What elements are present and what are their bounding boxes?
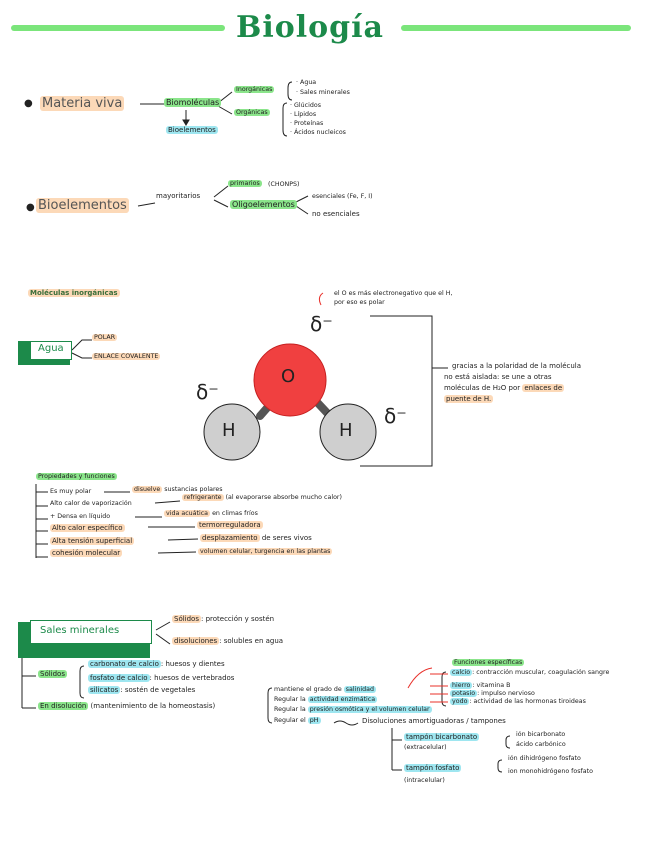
o-electronegativity-note: por eso es polar xyxy=(334,299,385,306)
materia-viva-label: Materia viva xyxy=(40,96,125,111)
delta-minus-h1: δ⁻ xyxy=(196,380,219,404)
esenciales-label: esenciales (Fe, F, I) xyxy=(312,193,373,200)
prop-row: Alto calor de vaporización xyxy=(50,500,132,507)
bioelementos-sublabel: Bioelementos xyxy=(166,126,218,134)
func-row: Regular la presión osmótica y el volumen… xyxy=(274,706,432,713)
func-item: calcio: contracción muscular, coagulació… xyxy=(450,669,610,676)
org-item: · Lípidos xyxy=(290,111,317,118)
delta-minus-o: δ⁻ xyxy=(310,312,333,336)
page-title: Biología xyxy=(236,10,384,45)
prop-row: Es muy polar xyxy=(50,488,92,495)
primarios-label: primarios xyxy=(228,180,262,187)
prop-row: refrigerante (al evaporarse absorbe much… xyxy=(182,494,342,501)
polarity-note: moléculas de H₂O por enlaces de xyxy=(444,384,565,392)
sales-heading: Sales minerales xyxy=(40,625,120,636)
fos-item: ion monohidrógeno fosfato xyxy=(508,768,593,775)
bullet-1: ● xyxy=(24,98,33,109)
fos-item: ión dihidrógeno fosfato xyxy=(508,755,581,762)
sales-box-inner xyxy=(30,620,152,644)
buffers-label: Disoluciones amortiguadoras / tampones xyxy=(362,717,506,725)
inorganicas-label: Inorgánicas xyxy=(234,86,275,93)
solidos-note: Sólidos: protección y sostén xyxy=(172,615,275,623)
o-electronegativity-note: el O es más electronegativo que el H, xyxy=(334,290,453,297)
func-row: Regular la actividad enzimática xyxy=(274,696,378,703)
bullet-2: ● xyxy=(26,202,35,213)
solid-item: carbonato de calcio: huesos y dientes xyxy=(88,660,225,668)
agua-box-inner xyxy=(30,341,72,360)
func-item: yodo: actividad de las hormonas tiroidea… xyxy=(450,698,586,705)
tampon-fosfato: tampón fosfato xyxy=(404,764,462,772)
prop-row: disuelve sustancias polares xyxy=(132,486,223,493)
func-row: mantiene el grado de salinidad xyxy=(274,686,376,693)
bic-item: ácido carbónico xyxy=(516,741,566,748)
tampon-fosfato-sub: (intracelular) xyxy=(404,777,445,784)
no-esenciales-label: no esenciales xyxy=(312,210,360,218)
prop-row: Alto calor específico xyxy=(50,524,125,532)
prop-row: vida acuática en climas fríos xyxy=(164,510,258,517)
tampon-bicarbonato: tampón bicarbonato xyxy=(404,733,480,741)
prop-row: volumen celular, turgencia en las planta… xyxy=(198,548,333,555)
polarity-note: puente de H. xyxy=(444,395,494,403)
inorg-item: · Sales minerales xyxy=(296,89,350,96)
solidos-label: Sólidos xyxy=(38,670,67,678)
disoluciones-note: disoluciones: solubles en agua xyxy=(172,637,284,645)
org-item: · Glúcidos xyxy=(290,102,321,109)
prop-row: desplazamiento de seres vivos xyxy=(200,534,312,542)
enlace-covalente-label: ENLACE COVALENTE xyxy=(92,353,161,360)
disolucion-label: En disolución (mantenimiento de la homeo… xyxy=(38,702,216,710)
propiedades-title: Propiedades y funciones xyxy=(36,473,117,480)
polarity-note: gracias a la polaridad de la molécula xyxy=(452,362,582,370)
solid-item: fosfato de calcio: huesos de vertebrados xyxy=(88,674,235,682)
delta-minus-h2: δ⁻ xyxy=(384,404,407,428)
solid-item: silicatos: sostén de vegetales xyxy=(88,686,196,694)
organicas-label: Orgánicas xyxy=(234,109,270,116)
polar-label: POLAR xyxy=(92,334,118,341)
prop-row: Alta tensión superficial xyxy=(50,537,135,545)
func-item: potasio: impulso nervioso xyxy=(450,690,535,697)
funciones-especificas-title: Funciones específicas xyxy=(452,659,525,666)
bic-item: ión bicarbonato xyxy=(516,731,566,738)
mayoritarios-label: mayoritarios xyxy=(156,192,201,200)
oxygen-atom-label: O xyxy=(281,366,296,387)
prop-row: cohesión molecular xyxy=(50,549,123,557)
org-item: · Ácidos nucleicos xyxy=(290,129,346,136)
bioelementos-label: Bioelementos xyxy=(36,198,129,213)
water-molecule-diagram xyxy=(203,343,377,461)
moleculas-inorganicas-heading: Moléculas inorgánicas xyxy=(28,289,120,297)
primarios-note: (CHONPS) xyxy=(268,181,300,188)
func-item: hierro: vitamina B xyxy=(450,682,511,689)
oligoelementos-label: Oligoelementos xyxy=(230,200,297,209)
agua-label: Agua xyxy=(38,343,64,354)
org-item: · Proteínas xyxy=(290,120,324,127)
tampon-bicarbonato-sub: (extracelular) xyxy=(404,744,447,751)
biomoleculas-label: Biomoléculas xyxy=(164,98,222,107)
hydrogen-atom-label: H xyxy=(222,420,236,441)
hydrogen-atom-label: H xyxy=(339,420,353,441)
func-row: Regular el pH xyxy=(274,717,321,724)
polarity-note: no está aislada: se une a otras xyxy=(444,373,552,381)
inorg-item: · Agua xyxy=(296,79,317,86)
prop-row: termorreguladora xyxy=(197,521,263,529)
prop-row: + Densa en líquido xyxy=(50,513,111,520)
